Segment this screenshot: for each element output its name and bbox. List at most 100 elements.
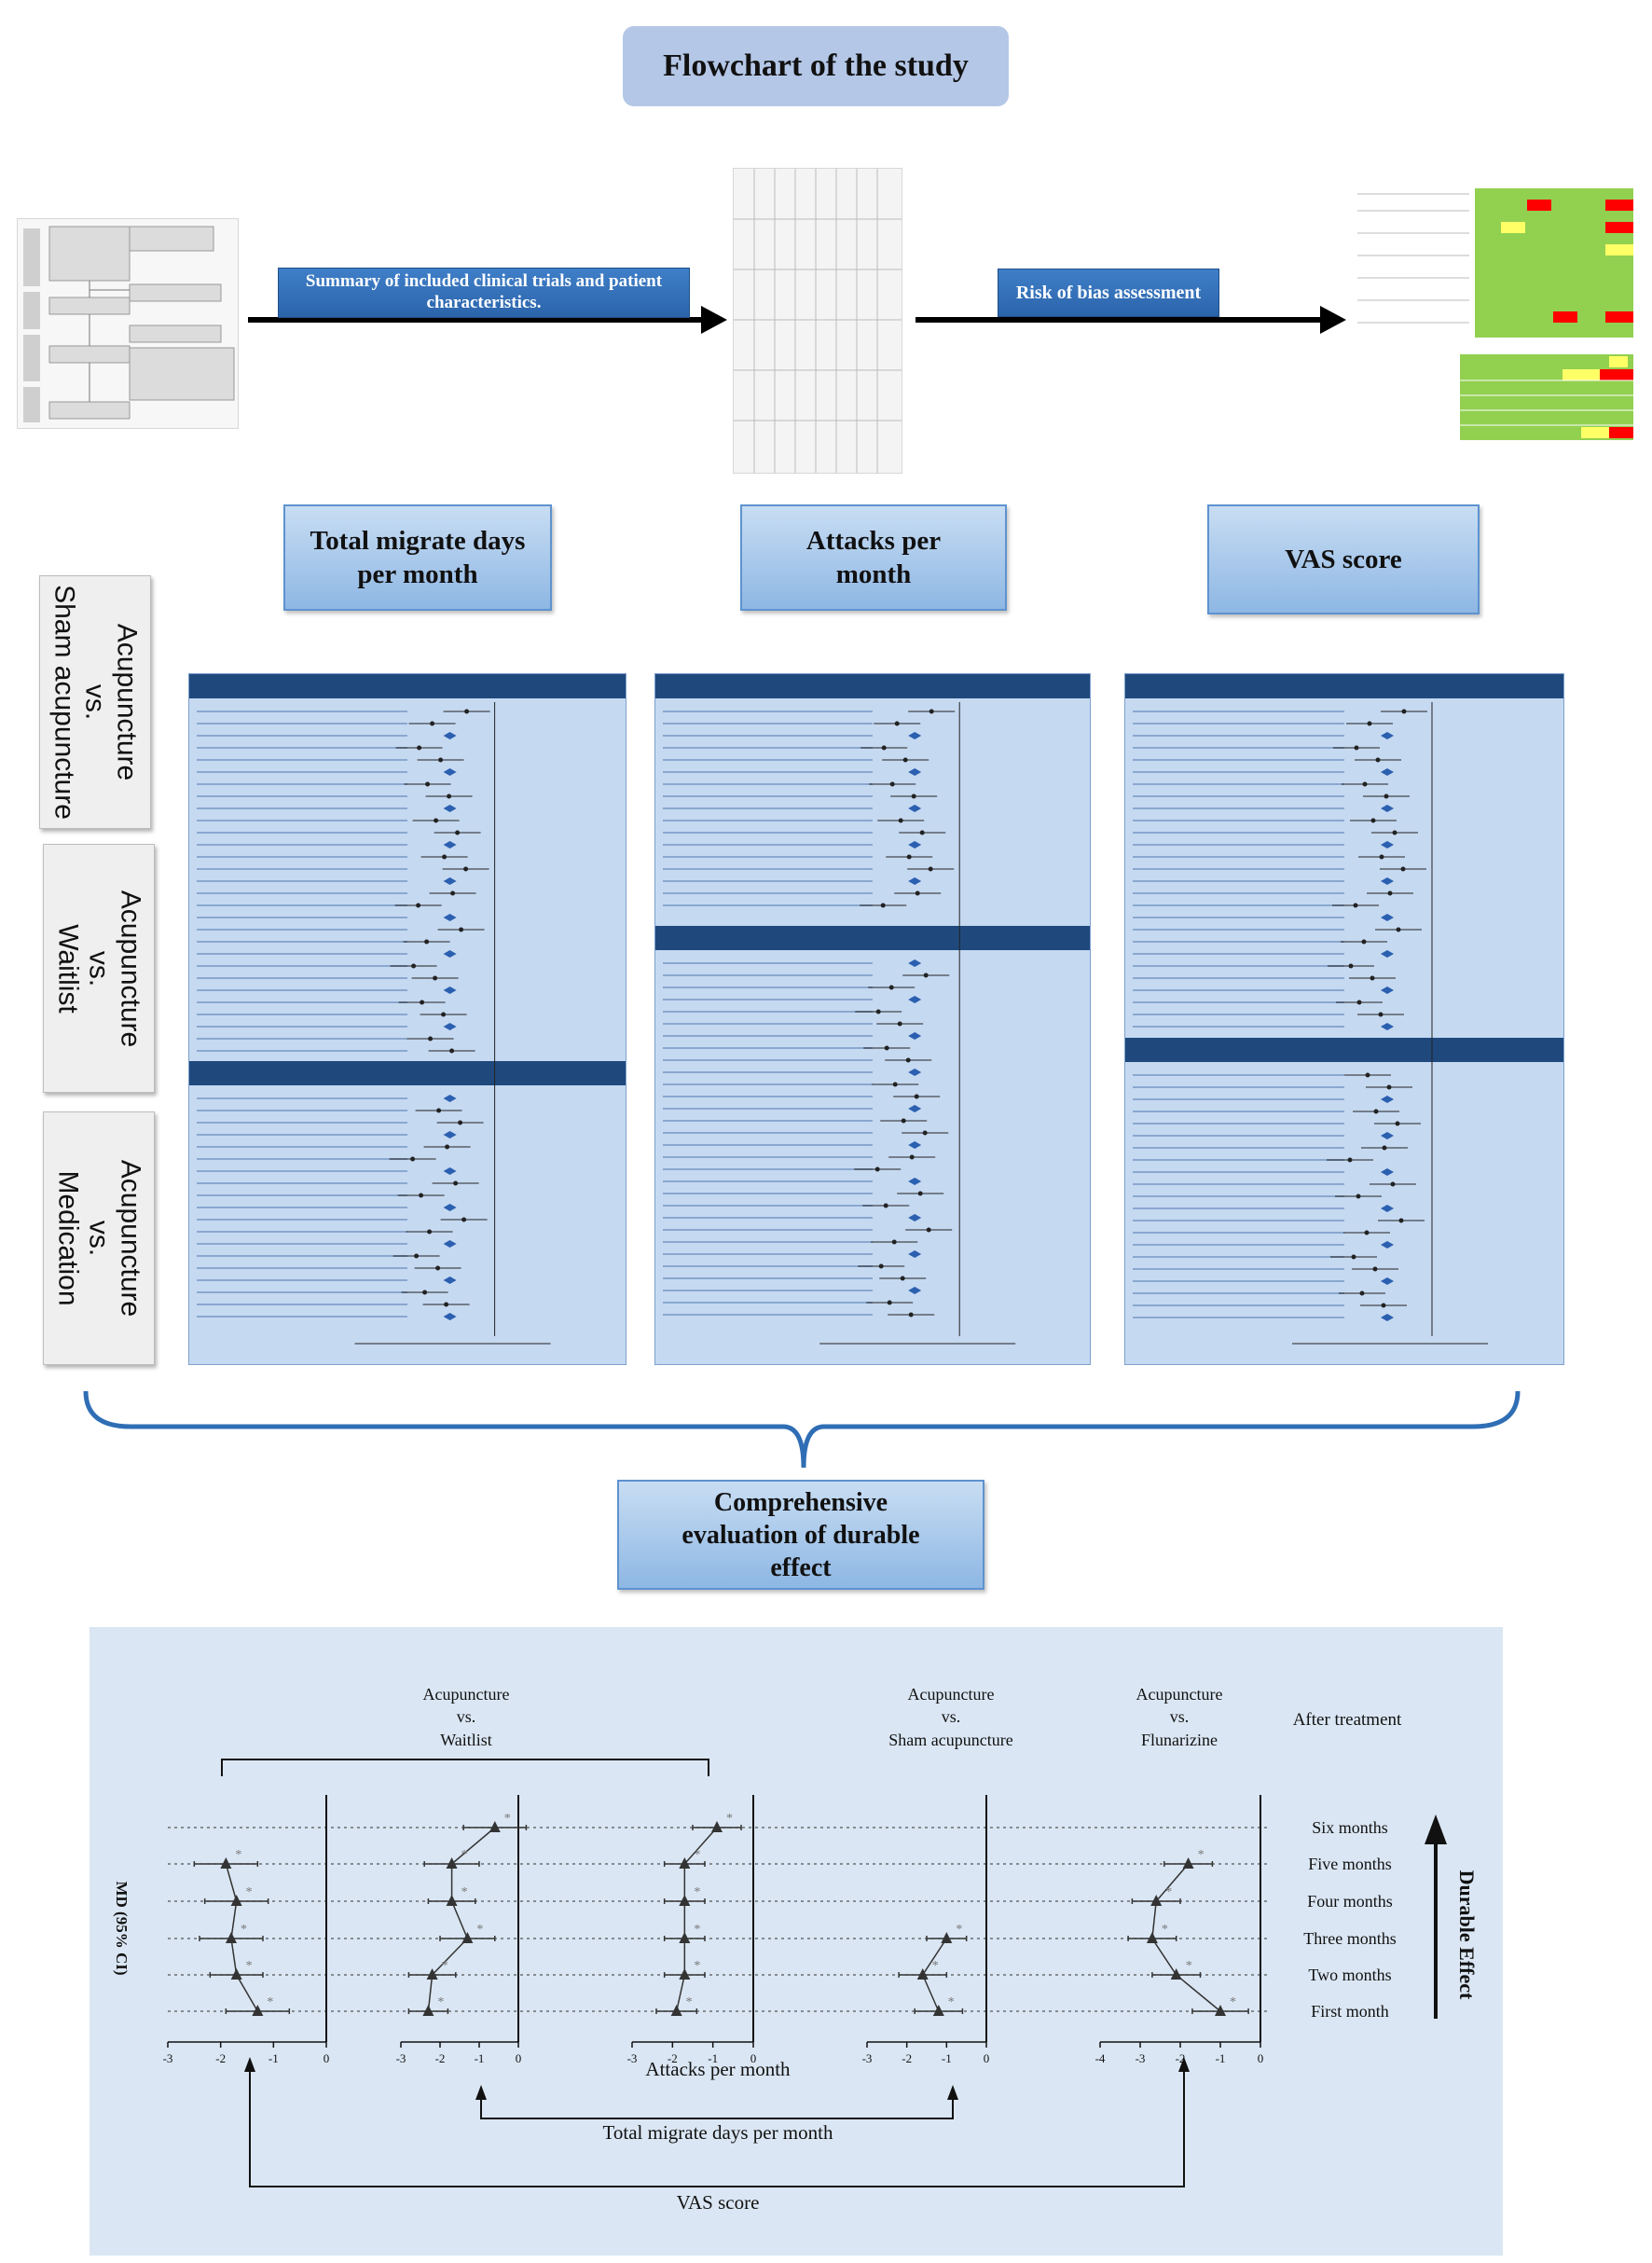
forest-point xyxy=(442,854,447,860)
panel-tick-label: -3 xyxy=(627,2051,638,2065)
forest-diamond xyxy=(1381,732,1394,739)
forest-point xyxy=(883,1203,888,1208)
panel-md-marker xyxy=(226,1932,237,1943)
panel-tick-label: -2 xyxy=(1176,2051,1186,2065)
forest-point xyxy=(884,1045,889,1051)
forest-point xyxy=(919,830,925,835)
forest-diamond xyxy=(443,1240,457,1248)
forest-diamond xyxy=(443,1023,457,1030)
panel-significance-mark: * xyxy=(1230,1995,1236,2009)
panel-significance-mark: * xyxy=(694,1885,700,1899)
forest-header-band xyxy=(1125,674,1563,698)
forest-point xyxy=(1359,1290,1365,1296)
forest-point xyxy=(874,1166,880,1172)
panel-md-marker xyxy=(679,1932,691,1943)
comprehensive-evaluation-box: Comprehensive evaluation of durable effe… xyxy=(617,1480,984,1590)
risk-of-bias-label: Risk of bias assessment xyxy=(998,269,1219,317)
forest-point xyxy=(1400,866,1406,872)
forest-plot-sketch-2 xyxy=(655,674,1090,1345)
forest-point xyxy=(436,1108,442,1113)
durable-effect-panel xyxy=(89,1627,1503,2256)
timepoint-label: First month xyxy=(1311,2002,1389,2021)
panel-tick-label: 0 xyxy=(1258,2051,1264,2065)
forest-point xyxy=(911,793,916,799)
panel-tick-label: 0 xyxy=(750,2051,757,2065)
bracket-connector xyxy=(83,1390,1521,1469)
flowchart-title: Flowchart of the study xyxy=(623,26,1009,106)
forest-diamond xyxy=(443,768,457,776)
panel-tick-label: 0 xyxy=(984,2051,990,2065)
forest-point xyxy=(902,757,908,763)
panel-significance-mark: * xyxy=(932,1959,939,1973)
forest-point xyxy=(1373,1109,1379,1114)
panel-tick-label: -2 xyxy=(215,2051,226,2065)
panel-md-marker xyxy=(426,1968,438,1980)
forest-diamond xyxy=(1381,841,1394,849)
forest-point xyxy=(905,1057,911,1063)
attacks-axis-label: Attacks per month xyxy=(645,2058,791,2080)
forest-point xyxy=(459,927,464,932)
panel-significance-mark: * xyxy=(437,1995,444,2009)
vas-axis-label: VAS score xyxy=(676,2191,760,2214)
forest-diamond xyxy=(1381,877,1394,885)
forest-point xyxy=(1375,757,1381,763)
forest-point xyxy=(881,745,887,751)
forest-point xyxy=(450,890,456,896)
forest-diamond xyxy=(443,914,457,921)
comparison-medication: Acupuncture vs. Medication xyxy=(43,1111,155,1365)
forest-diamond xyxy=(1381,1277,1394,1285)
forest-plot-sketch-1 xyxy=(189,674,626,1345)
forest-diamond xyxy=(908,1214,922,1221)
panel-md-marker xyxy=(1170,1968,1182,1980)
forest-point xyxy=(419,1193,424,1198)
forest-diamond xyxy=(1381,805,1394,812)
forest-point xyxy=(1372,1266,1378,1272)
group-label-sham: Acupuncture vs. Sham acupuncture xyxy=(858,1683,1044,1751)
forest-point xyxy=(1348,963,1354,969)
forest-point xyxy=(923,973,929,978)
forest-point xyxy=(917,1191,923,1196)
panel-tick-label: -2 xyxy=(435,2051,446,2065)
forest-point xyxy=(433,975,438,981)
panel-md-marker xyxy=(252,2005,264,2016)
forest-point xyxy=(411,963,417,969)
risk-of-bias-thumbnail xyxy=(1357,177,1637,461)
forest-point xyxy=(1381,1303,1386,1308)
panel-significance-mark: * xyxy=(461,1848,468,1862)
panel-md-marker xyxy=(446,1857,458,1869)
characteristics-table-sketch xyxy=(734,169,902,473)
forest-point xyxy=(891,1239,897,1245)
forest-point xyxy=(900,1276,905,1281)
forest-diamond xyxy=(1381,1241,1394,1249)
panel-significance-mark: * xyxy=(1165,1885,1172,1899)
forest-point xyxy=(880,903,886,908)
group-flunarizine-line2: vs. xyxy=(1169,1707,1190,1727)
forest-point xyxy=(1396,927,1401,932)
panel-md-marker xyxy=(230,1968,242,1980)
forest-point xyxy=(875,1009,881,1014)
group-sham-line1: Acupuncture xyxy=(907,1685,995,1704)
forest-point xyxy=(897,1021,902,1027)
forest-point xyxy=(1354,745,1359,751)
forest-diamond xyxy=(443,841,457,849)
forest-point xyxy=(1356,1000,1362,1005)
forest-diamond xyxy=(908,1141,922,1149)
forest-point xyxy=(417,745,422,751)
panel-md-marker xyxy=(679,1895,691,1906)
forest-diamond xyxy=(1381,768,1394,776)
summary-trials-label: Summary of included clinical trials and … xyxy=(278,268,690,318)
timepoint-label: Four months xyxy=(1307,1892,1393,1911)
panel-significance-mark: * xyxy=(694,1848,700,1862)
timepoint-label: Two months xyxy=(1308,1966,1391,1984)
panel-significance-mark: * xyxy=(442,1959,448,1973)
forest-point xyxy=(906,854,912,860)
connector-arrow-head xyxy=(1178,2057,1190,2072)
forest-header-band xyxy=(189,674,626,698)
y-axis-label: MD (95% CI) xyxy=(113,1881,131,1976)
panel-trend-line xyxy=(675,1827,718,2012)
forest-point xyxy=(926,1227,931,1233)
panel-trend-line xyxy=(1151,1863,1221,2012)
panel-tick-label: -1 xyxy=(1216,2051,1226,2065)
forest-diamond xyxy=(443,1313,457,1320)
